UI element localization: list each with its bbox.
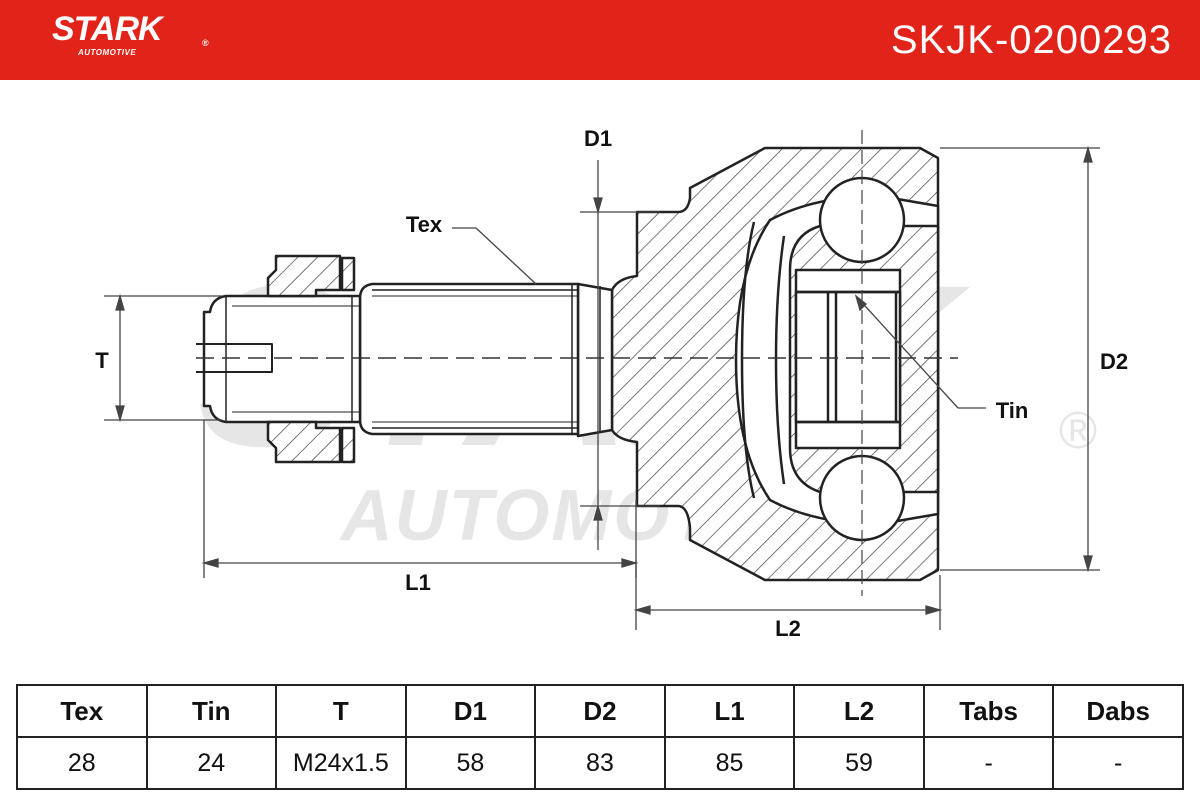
table-header: Dabs bbox=[1052, 684, 1184, 738]
watermark-registered-mark: ® bbox=[1059, 402, 1097, 460]
label-l1: L1 bbox=[405, 570, 431, 595]
logo-brand: STARK bbox=[52, 10, 163, 48]
part-number: SKJK-0200293 bbox=[890, 18, 1172, 62]
outer-housing bbox=[610, 146, 940, 582]
logo-brand-sub: AUTOMOTIVE bbox=[78, 48, 137, 57]
table-cell: 24 bbox=[145, 736, 278, 790]
cv-joint-drawing: STARK AUTOMOTIVE ® bbox=[95, 126, 1128, 641]
table-cell: M24x1.5 bbox=[275, 736, 407, 790]
table-header-row: Tex Tin T D1 D2 L1 L2 Tabs Dabs bbox=[16, 684, 1184, 738]
dimension-lines bbox=[104, 130, 1100, 630]
table-header: L1 bbox=[663, 684, 796, 738]
label-tex: Tex bbox=[406, 212, 443, 237]
table-header: D2 bbox=[534, 684, 666, 738]
table-cell: 58 bbox=[404, 736, 537, 790]
label-t: T bbox=[95, 348, 109, 373]
label-d2: D2 bbox=[1100, 349, 1128, 374]
logo-registered-mark: ® bbox=[202, 38, 209, 48]
table-header: Tex bbox=[16, 684, 148, 738]
table-cell: 85 bbox=[663, 736, 796, 790]
spec-table: Tex Tin T D1 D2 L1 L2 Tabs Dabs 28 24 M2… bbox=[16, 684, 1184, 790]
header-bar: STARK AUTOMOTIVE ® SKJK-0200293 bbox=[0, 0, 1200, 80]
table-cell: 59 bbox=[793, 736, 925, 790]
table-row: 28 24 M24x1.5 58 83 85 59 - - bbox=[16, 736, 1184, 790]
table-cell: - bbox=[1052, 736, 1184, 790]
dimension-labels: D1 D2 Tex Tin T L1 L2 bbox=[95, 126, 1128, 641]
table-cell: 28 bbox=[16, 736, 148, 790]
stark-logo: STARK AUTOMOTIVE ® bbox=[52, 10, 209, 57]
label-l2: L2 bbox=[775, 616, 801, 641]
label-tin: Tin bbox=[996, 398, 1029, 423]
table-header: T bbox=[275, 684, 407, 738]
table-header: Tin bbox=[145, 684, 278, 738]
table-header: Tabs bbox=[922, 684, 1055, 738]
table-cell: - bbox=[922, 736, 1055, 790]
stem-shaft bbox=[196, 282, 614, 438]
table-header: L2 bbox=[793, 684, 925, 738]
table-cell: 83 bbox=[534, 736, 666, 790]
castle-nut bbox=[266, 254, 356, 464]
label-d1: D1 bbox=[584, 126, 612, 151]
table-header: D1 bbox=[404, 684, 537, 738]
